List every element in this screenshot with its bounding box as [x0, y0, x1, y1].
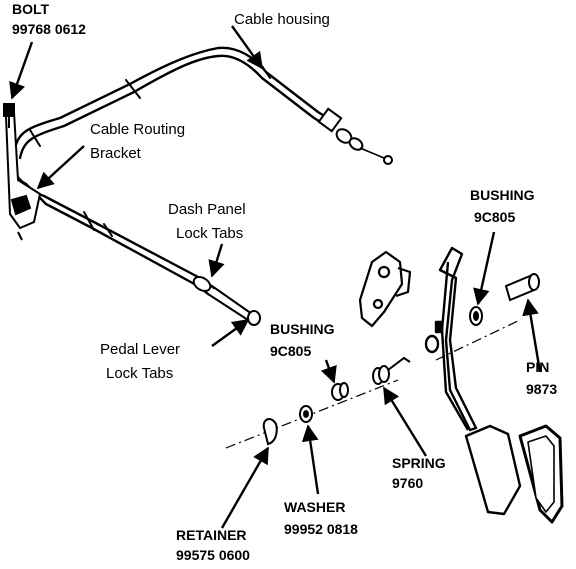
- bushing-right-leader: [473, 231, 496, 306]
- pin-leader: [522, 298, 542, 373]
- bolt-part-number: 99768 0612: [12, 21, 86, 37]
- bushing-left-part: [331, 382, 349, 401]
- pin-part-number: 9873: [526, 381, 557, 397]
- bushing-left-leader: [320, 359, 337, 384]
- accelerator-pedal-arm: [424, 246, 522, 516]
- bolt-part: [3, 103, 15, 128]
- retainer-leader: [220, 446, 270, 529]
- routing-bracket-label-line1: Cable Routing: [90, 121, 185, 138]
- washer-part: [299, 405, 313, 423]
- pin-label: PIN: [526, 359, 549, 375]
- pin-part: [504, 273, 540, 302]
- routing-bracket-label-line2: Bracket: [90, 145, 142, 162]
- bushing-right-part: [469, 306, 483, 326]
- retainer-part: [262, 418, 278, 446]
- pedal-lever-lock-tabs-fitting: [247, 310, 261, 326]
- bushing-left-label: BUSHING: [270, 321, 335, 337]
- cable-housing-leader: [231, 25, 263, 70]
- assembly-centerline: [225, 319, 521, 449]
- bolt-label: BOLT: [12, 1, 50, 17]
- cable-routing-bracket: [4, 110, 42, 241]
- cable-housing-label: Cable housing: [234, 11, 330, 28]
- dash-tabs-label-line1: Dash Panel: [168, 201, 246, 218]
- spring-leader: [382, 386, 428, 457]
- leader-arrows: [9, 25, 542, 529]
- retainer-label: RETAINER: [176, 527, 247, 543]
- bolt-leader: [9, 41, 34, 100]
- dash-tabs-leader: [208, 243, 225, 278]
- washer-leader: [301, 424, 320, 495]
- spring-part: [372, 356, 411, 385]
- dash-tabs-label-line2: Lock Tabs: [176, 225, 243, 242]
- bushing-left-part-number: 9C805: [270, 343, 311, 359]
- bushing-right-label: BUSHING: [470, 187, 535, 203]
- throttle-cable: [8, 46, 336, 321]
- retainer-part-number: 99575 0600: [176, 547, 250, 563]
- pedal-mounting-bracket: [358, 250, 412, 328]
- bushing-right-part-number: 9C805: [474, 209, 515, 225]
- routing-bracket-leader: [36, 145, 85, 190]
- spring-part-number: 9760: [392, 475, 423, 491]
- pedal-tabs-label-line2: Lock Tabs: [106, 365, 173, 382]
- pedal-tabs-leader: [211, 319, 250, 347]
- pedal-tabs-label-line1: Pedal Lever: [100, 341, 180, 358]
- washer-label: WASHER: [284, 499, 345, 515]
- pedal-floor-pad: [518, 424, 564, 524]
- cable-end-fitting-upper: [317, 107, 393, 165]
- dash-panel-lock-tabs-fitting: [192, 276, 212, 292]
- washer-part-number: 99952 0818: [284, 521, 358, 537]
- spring-label: SPRING: [392, 455, 446, 471]
